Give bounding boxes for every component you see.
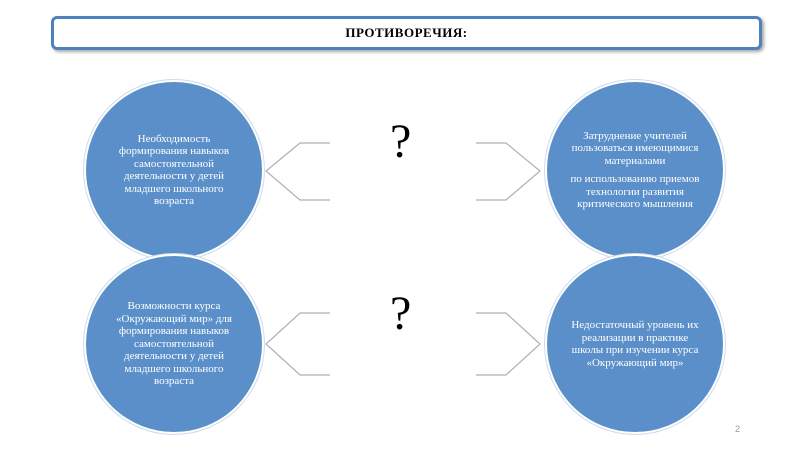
page-number: 2 xyxy=(734,424,740,434)
circle-teacher-difficulty-text: Затруднение учителей пользоваться имеющи… xyxy=(571,129,699,167)
connector-top-left xyxy=(265,142,330,201)
circle-need-skills-text: Необходимость формирования навыков самос… xyxy=(118,132,230,208)
circle-teacher-difficulty: Затруднение учителей пользоваться имеющи… xyxy=(545,80,725,260)
circle-insufficient-level-text: Недостаточный уровень их реализации в пр… xyxy=(571,319,699,369)
circle-insufficient-level: Недостаточный уровень их реализации в пр… xyxy=(545,254,725,434)
title-banner: ПРОТИВОРЕЧИЯ: xyxy=(51,16,762,50)
circle-teacher-difficulty-subtext: по использованию приемов технологии разв… xyxy=(570,173,700,210)
circle-course-possibilities: Возможности курса «Окружающий мир» для ф… xyxy=(84,254,264,434)
circle-course-possibilities-text: Возможности курса «Окружающий мир» для ф… xyxy=(116,300,232,388)
connector-bottom-left xyxy=(265,312,330,376)
connector-top-right xyxy=(476,142,541,201)
slide-title: ПРОТИВОРЕЧИЯ: xyxy=(345,25,468,40)
question-mark-top: ? xyxy=(390,115,412,168)
circle-need-skills: Необходимость формирования навыков самос… xyxy=(84,80,264,260)
connector-bottom-right xyxy=(476,312,541,376)
question-mark-bottom: ? xyxy=(390,287,412,340)
